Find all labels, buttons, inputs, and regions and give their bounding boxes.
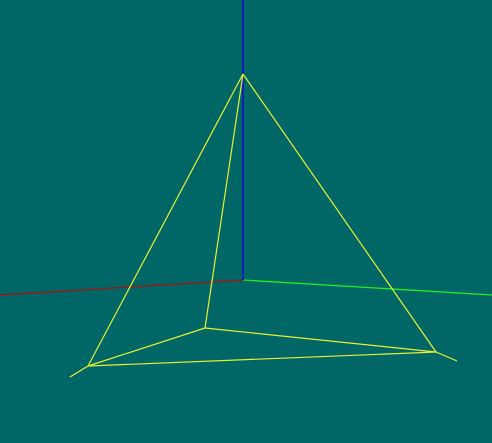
x-axis-line (0, 279, 244, 296)
edge-left-extension (69, 365, 89, 378)
edge-apex-back (204, 73, 244, 329)
tetrahedron-wireframe (69, 73, 458, 378)
edge-right-extension (435, 351, 458, 362)
edge-back-right (204, 327, 437, 353)
edge-apex-right (242, 73, 437, 353)
edge-apex-left (87, 73, 244, 367)
y-axis-line (242, 279, 492, 296)
edge-left-right (87, 351, 437, 367)
coordinate-axes (0, 0, 492, 296)
edge-left-back (87, 327, 206, 367)
